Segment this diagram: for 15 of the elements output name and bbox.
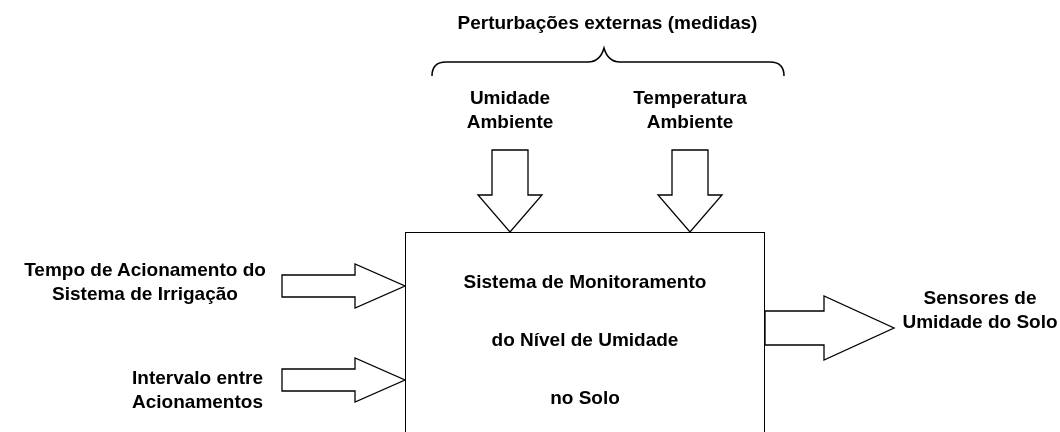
disturbance-label: Perturbações externas (medidas) [456, 12, 759, 34]
block-arrow [281, 357, 407, 403]
output-label: Sensores de Umidade do Solo [900, 286, 1060, 334]
input-label: Tempo de Acionamento do Sistema de Irrigação [0, 258, 290, 306]
system-label: no Solo [549, 387, 621, 409]
input-label: Umidade Ambiente [430, 86, 590, 134]
system-box [405, 232, 765, 432]
input-label: Intervalo entre Acionamentos [105, 366, 290, 414]
input-label: Temperatura Ambiente [610, 86, 770, 134]
system-label: Sistema de Monitoramento [462, 271, 708, 293]
block-arrow [281, 263, 407, 309]
block-arrow [476, 149, 544, 233]
system-label: do Nível de Umidade [490, 329, 680, 351]
block-arrow [656, 149, 724, 233]
block-arrow [764, 295, 896, 361]
